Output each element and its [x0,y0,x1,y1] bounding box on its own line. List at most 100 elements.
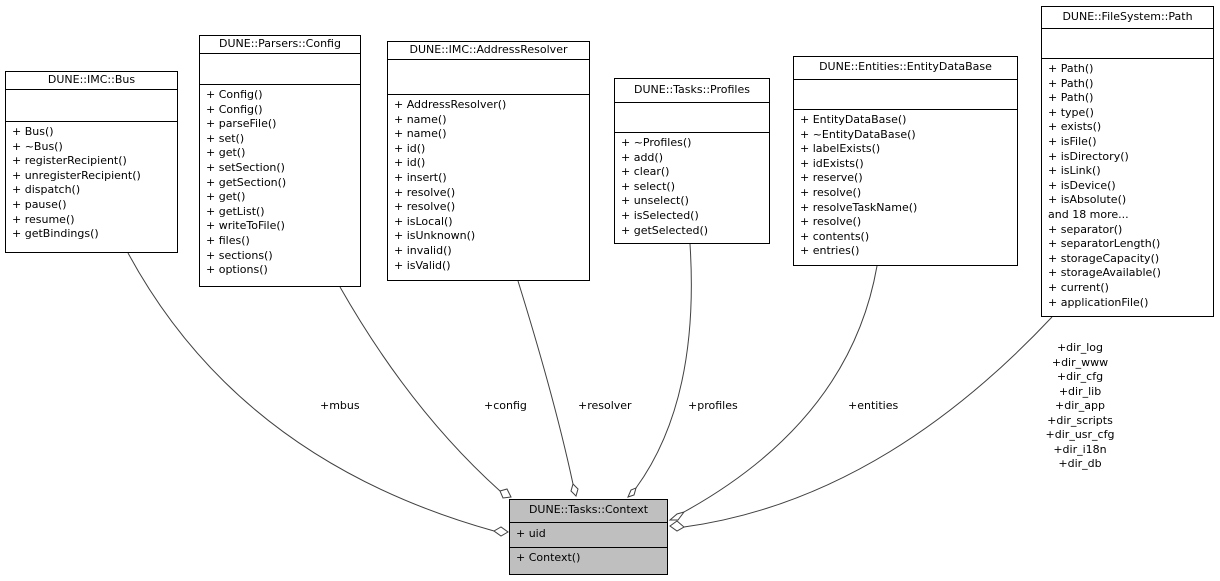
aggregation-diamond-entities [668,511,686,521]
class-profiles-operations-item: + ~Profiles() [621,136,692,149]
class-path-attributes [1042,29,1213,59]
class-path-operations-item: and 18 more... [1048,207,1129,221]
relation-label-path-dirs-item: +dir_usr_cfg [1045,428,1115,441]
relation-label-mbus: +mbus [320,399,360,412]
class-entities[interactable]: DUNE::Entities::EntityDataBase + EntityD… [793,56,1018,266]
class-resolver-operations-item: + id() [394,156,426,170]
class-config-operations-item: + writeToFile() [206,219,285,233]
class-path-operations-item: + isDirectory() [1048,149,1129,163]
class-resolver-operations-item: + insert() [394,170,447,184]
class-context-operations-item: + Context() [516,550,581,564]
class-bus-operations-item: + pause() [12,197,67,211]
class-entities-operations-item: + entries() [800,244,860,258]
class-path-operations-item: + storageCapacity() [1048,251,1160,265]
class-path-operations-item: + separator() [1048,222,1123,236]
relation-label-path-dirs-item: +dir_lib [1058,384,1102,398]
class-resolver-attributes [388,60,589,95]
relation-label-path-dirs-item: +dir_log [1056,341,1104,354]
class-path-operations-item: + separatorLength() [1048,237,1161,251]
class-entities-operations-item: + resolve() [800,215,862,229]
edge-mbus [127,252,495,532]
class-context-attributes-item: + uid [516,527,546,540]
class-path-operations-item: + type() [1048,105,1094,119]
class-bus-attributes [6,90,177,122]
class-bus[interactable]: DUNE::IMC::Bus + Bus()+ ~Bus()+ register… [5,71,178,253]
aggregation-diamond-config [499,488,512,499]
class-config-operations-item: + Config() [206,102,263,116]
class-config-operations-item: + options() [206,263,268,277]
class-profiles-operations-item: + select() [621,179,675,193]
class-entities-operations-item: + labelExists() [800,142,881,156]
class-path[interactable]: DUNE::FileSystem::Path + Path()+ Path()+… [1041,6,1214,317]
class-profiles-operations: + ~Profiles()+ add()+ clear()+ select()+… [615,133,769,238]
relation-label-path-dirs-item: +dir_app [1055,399,1105,412]
class-path-operations-item: + Path() [1048,62,1094,75]
class-entities-operations-item: + ~EntityDataBase() [800,127,916,141]
edge-entities [683,265,878,513]
class-bus-operations-item: + resume() [12,212,75,226]
class-context-name: DUNE::Tasks::Context [510,500,667,523]
class-bus-name: DUNE::IMC::Bus [6,72,177,90]
relation-label-profiles: +profiles [688,399,738,412]
relation-label-entities: +entities [848,399,899,412]
class-profiles[interactable]: DUNE::Tasks::Profiles + ~Profiles()+ add… [614,78,770,244]
class-config-attributes [200,54,360,85]
aggregation-diamond-path [669,520,685,532]
class-path-operations-item: + Path() [1048,91,1094,105]
class-entities-operations: + EntityDataBase()+ ~EntityDataBase()+ l… [794,110,1017,259]
aggregation-diamond-mbus [493,526,509,537]
class-path-operations-item: + isFile() [1048,134,1097,148]
class-config-operations-item: + set() [206,131,245,145]
class-resolver-operations-item: + isLocal() [394,214,453,228]
class-profiles-operations-item: + getSelected() [621,223,709,237]
class-path-operations-item: + Path() [1048,76,1094,90]
class-path-operations-item: + storageAvailable() [1048,266,1161,280]
class-entities-operations-item: + resolveTaskName() [800,200,918,214]
relation-label-resolver: +resolver [578,399,632,412]
class-entities-operations-item: + EntityDataBase() [800,113,907,126]
class-bus-operations-item: + Bus() [12,125,54,138]
class-context[interactable]: DUNE::Tasks::Context + uid + Context() [509,499,668,575]
class-config-operations-item: + getList() [206,204,265,218]
class-config-operations-item: + Config() [206,88,263,101]
class-entities-name: DUNE::Entities::EntityDataBase [794,57,1017,80]
class-bus-operations-item: + unregisterRecipient() [12,168,141,182]
class-path-name: DUNE::FileSystem::Path [1042,7,1213,29]
class-resolver-operations-item: + resolve() [394,185,456,199]
class-config-name: DUNE::Parsers::Config [200,36,360,54]
class-bus-operations: + Bus()+ ~Bus()+ registerRecipient()+ un… [6,122,177,242]
class-path-operations-item: + applicationFile() [1048,295,1149,309]
class-resolver-operations-item: + name() [394,127,447,141]
class-path-operations-item: + exists() [1048,120,1102,134]
class-entities-operations-item: + idExists() [800,156,864,170]
class-context-operations: + Context() [510,548,667,566]
class-resolver-operations: + AddressResolver()+ name()+ name()+ id(… [388,95,589,273]
class-resolver-name: DUNE::IMC::AddressResolver [388,42,589,60]
relation-label-path-dirs: +dir_log+dir_www+dir_cfg+dir_lib+dir_app… [1034,341,1126,472]
class-resolver-operations-item: + name() [394,112,447,126]
class-config[interactable]: DUNE::Parsers::Config + Config()+ Config… [199,35,361,287]
class-resolver-operations-item: + AddressResolver() [394,98,507,111]
class-bus-operations-item: + ~Bus() [12,139,63,153]
class-config-operations-item: + get() [206,146,246,160]
class-entities-operations-item: + resolve() [800,185,862,199]
class-resolver-operations-item: + id() [394,141,426,155]
class-resolver[interactable]: DUNE::IMC::AddressResolver + AddressReso… [387,41,590,281]
relation-label-config: +config [484,399,527,412]
class-config-operations-item: + sections() [206,248,273,262]
class-config-operations-item: + parseFile() [206,117,277,131]
class-bus-operations-item: + getBindings() [12,227,99,241]
class-config-operations-item: + setSection() [206,160,285,174]
class-resolver-operations-item: + isUnknown() [394,229,476,243]
class-resolver-operations-item: + invalid() [394,243,452,257]
class-entities-operations-item: + contents() [800,229,870,243]
class-config-operations: + Config()+ Config()+ parseFile()+ set()… [200,85,360,278]
class-profiles-operations-item: + add() [621,150,664,164]
class-path-operations-item: + isLink() [1048,164,1101,178]
class-bus-operations-item: + registerRecipient() [12,154,127,168]
class-config-operations-item: + files() [206,233,250,247]
relation-label-path-dirs-item: +dir_i18n [1053,442,1107,456]
relation-label-path-dirs-item: +dir_scripts [1047,413,1113,427]
edge-path [683,316,1053,528]
